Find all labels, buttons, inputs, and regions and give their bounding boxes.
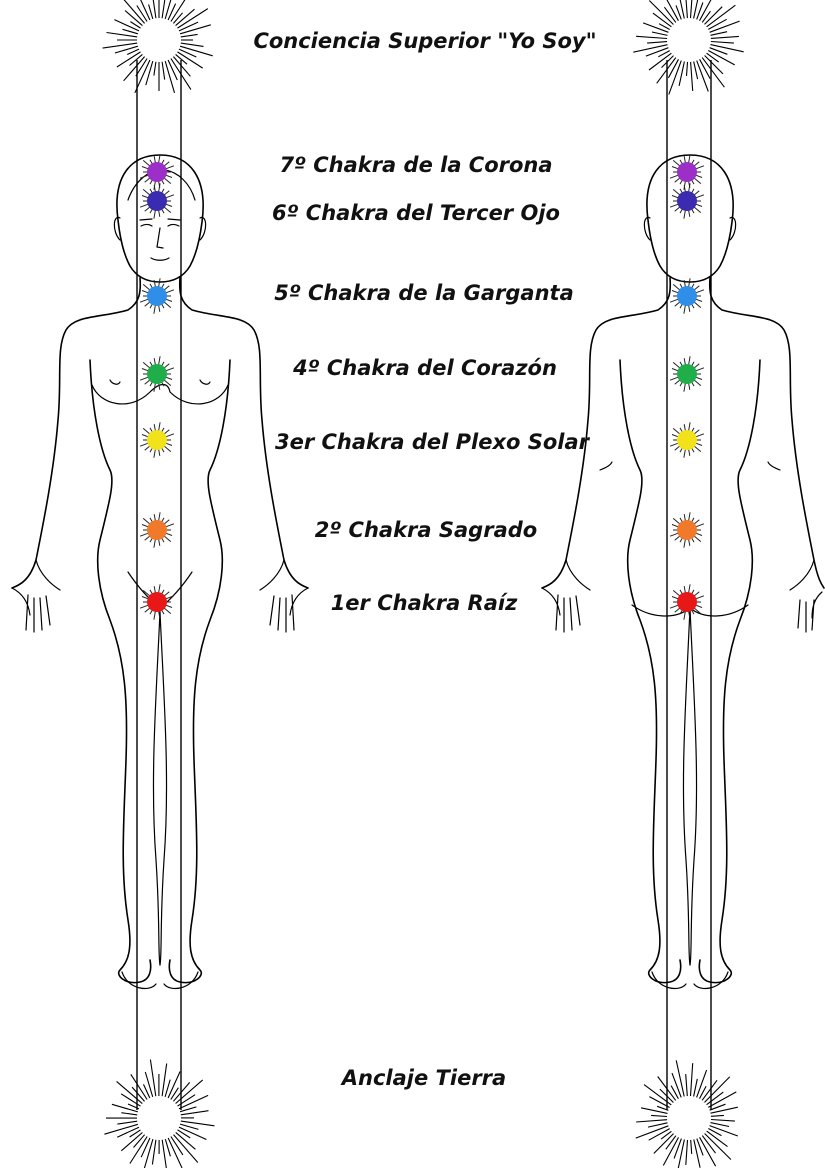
chakra-7-label: 7º Chakra de la Corona xyxy=(279,153,552,177)
front-chakra-root xyxy=(140,584,174,619)
bottom-label: Anclaje Tierra xyxy=(340,1066,506,1090)
back-bottom-sun xyxy=(636,1060,738,1168)
front-face xyxy=(140,219,180,260)
back-chakra-crown xyxy=(670,154,704,189)
chakra-6-label: 6º Chakra del Tercer Ojo xyxy=(272,201,560,225)
front-chakra-solar-plexus xyxy=(140,422,174,457)
back-chakra-solar-plexus xyxy=(670,422,704,457)
top-label: Conciencia Superior "Yo Soy" xyxy=(253,29,596,53)
chakra-4-label: 4º Chakra del Corazón xyxy=(292,356,557,380)
chakra-2-label: 2º Chakra Sagrado xyxy=(315,518,537,542)
back-top-sun xyxy=(633,0,743,94)
front-chakra-throat xyxy=(140,278,174,313)
front-chakra-crown xyxy=(140,154,174,189)
front-chakra-sacral xyxy=(140,512,174,547)
back-chakra-third-eye xyxy=(670,183,704,218)
back-chakra-throat xyxy=(670,278,704,313)
chakra-1-label: 1er Chakra Raíz xyxy=(331,591,518,615)
front-bottom-sun xyxy=(104,1060,214,1168)
front-top-sun xyxy=(103,0,213,93)
back-chakra-sacral xyxy=(670,512,704,547)
chakra-5-label: 5º Chakra de la Garganta xyxy=(274,281,574,305)
front-body-outline xyxy=(12,278,140,588)
back-chakra-heart xyxy=(670,356,704,391)
chakra-3-label: 3er Chakra del Plexo Solar xyxy=(275,430,591,454)
back-figure xyxy=(542,155,824,988)
front-chakra-third-eye xyxy=(140,183,174,218)
